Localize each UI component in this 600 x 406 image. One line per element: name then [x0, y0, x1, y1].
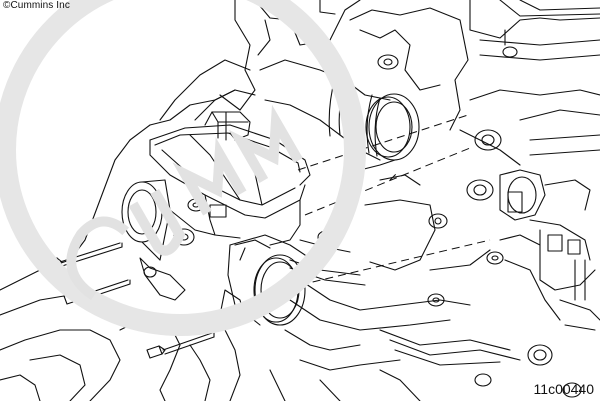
figure-id: 11c00440 — [533, 381, 594, 397]
sensor-cluster-drawing — [500, 170, 600, 330]
alignment-lines — [298, 115, 490, 285]
hose-left — [160, 60, 250, 120]
copyright-text: ©Cummins Inc — [3, 0, 70, 11]
